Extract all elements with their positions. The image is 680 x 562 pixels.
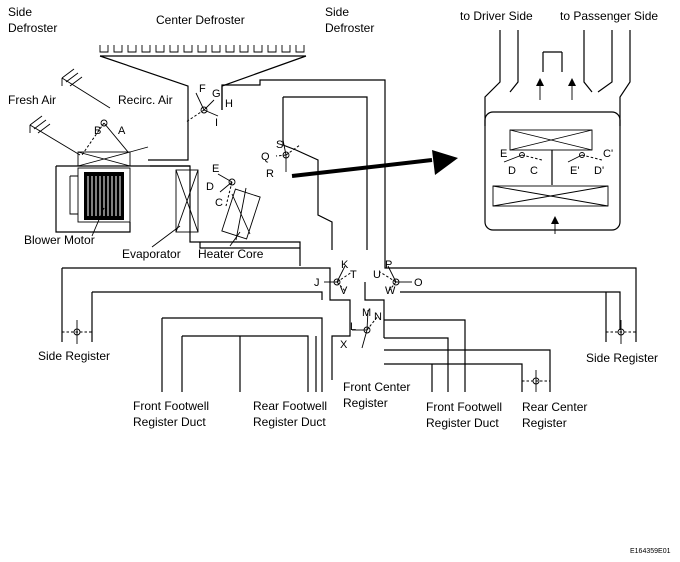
detail-letter-d: D <box>508 165 516 177</box>
label-front-footwell-left-1: Front Footwell <box>133 399 209 413</box>
label-front-center-1: Front Center <box>343 380 410 394</box>
heater-core <box>221 187 261 241</box>
evaporator <box>175 169 199 233</box>
letter-p: P <box>385 259 392 271</box>
upper-main-duct <box>221 79 386 250</box>
letter-a: A <box>118 125 126 137</box>
letter-u: U <box>373 269 381 281</box>
label-side-register-left: Side Register <box>38 349 110 363</box>
letter-b: B <box>94 125 101 137</box>
letter-x: X <box>340 339 348 351</box>
rear-center-register-duct <box>521 370 551 392</box>
letter-l: L <box>350 321 356 333</box>
front-footwell-right-duct <box>384 319 466 392</box>
label-front-center-2: Register <box>343 396 388 410</box>
front-footwell-left-duct <box>161 317 323 392</box>
label-rear-footwell-1: Rear Footwell <box>253 399 327 413</box>
label-side-defroster-left-2: Defroster <box>8 21 57 35</box>
rear-center-duct <box>384 349 551 376</box>
letter-c: C <box>215 197 223 209</box>
label-blower-motor: Blower Motor <box>24 233 95 247</box>
letter-f: F <box>199 83 206 95</box>
label-side-defroster-left-1: Side <box>8 5 32 19</box>
detail-view <box>484 30 631 234</box>
label-rear-center-1: Rear Center <box>522 400 587 414</box>
label-center-defroster: Center Defroster <box>156 13 245 27</box>
front-center-duct <box>331 320 385 380</box>
letter-i: I <box>215 117 218 129</box>
heater-unit-lower <box>199 242 300 249</box>
detail-arrow <box>291 150 458 178</box>
letter-o: O <box>414 277 423 289</box>
letter-n: N <box>374 311 382 323</box>
label-evaporator: Evaporator <box>122 247 181 261</box>
leader-evaporator <box>151 225 181 248</box>
intake <box>29 68 149 167</box>
label-side-register-right: Side Register <box>586 351 658 365</box>
letter-m: M <box>362 307 371 319</box>
label-recirc-air: Recirc. Air <box>118 93 173 107</box>
detail-letter-c-prime: C' <box>603 148 613 160</box>
letter-g: G <box>212 88 221 100</box>
heater-unit-case <box>150 165 301 266</box>
leader-heater-core <box>229 231 241 247</box>
figure-code: E164359E01 <box>630 548 671 555</box>
inner-left-duct <box>282 97 333 250</box>
detail-letter-e: E <box>500 148 507 160</box>
label-fresh-air: Fresh Air <box>8 93 56 107</box>
detail-letter-e-prime: E' <box>570 165 579 177</box>
detail-letter-c: C <box>530 165 538 177</box>
letter-j: J <box>314 277 320 289</box>
label-front-footwell-left-2: Register Duct <box>133 415 206 429</box>
damper-cde <box>217 173 236 207</box>
manifold <box>61 250 637 330</box>
letter-w: W <box>385 285 396 297</box>
letter-q: Q <box>261 151 270 163</box>
label-rear-footwell-2: Register Duct <box>253 415 326 429</box>
inner-upper-duct <box>283 96 368 250</box>
blower-housing <box>55 150 190 233</box>
label-to-driver-side: to Driver Side <box>460 9 533 23</box>
side-register-left-duct <box>61 320 93 344</box>
letter-e: E <box>212 163 219 175</box>
label-side-defroster-right-2: Defroster <box>325 21 374 35</box>
letter-k: K <box>341 259 349 271</box>
damper-jktv <box>324 265 353 293</box>
label-to-passenger-side: to Passenger Side <box>560 9 658 23</box>
label-front-footwell-right-2: Register Duct <box>426 416 499 430</box>
side-register-right-duct <box>605 292 637 344</box>
damper-upow <box>379 265 412 293</box>
leader-blower-motor <box>91 207 105 237</box>
detail-letter-d-prime: D' <box>594 165 604 177</box>
letter-t: T <box>350 269 357 281</box>
letter-s: S <box>276 139 283 151</box>
letter-d: D <box>206 181 214 193</box>
damper-fghi <box>185 92 219 123</box>
letter-r: R <box>266 168 274 180</box>
damper-qrs <box>275 139 301 172</box>
label-rear-center-2: Register <box>522 416 567 430</box>
letter-v: V <box>340 285 348 297</box>
damper-lmnx <box>352 309 379 349</box>
label-heater-core: Heater Core <box>198 247 264 261</box>
letter-h: H <box>225 98 233 110</box>
label-side-defroster-right-1: Side <box>325 5 349 19</box>
label-front-footwell-right-1: Front Footwell <box>426 400 502 414</box>
